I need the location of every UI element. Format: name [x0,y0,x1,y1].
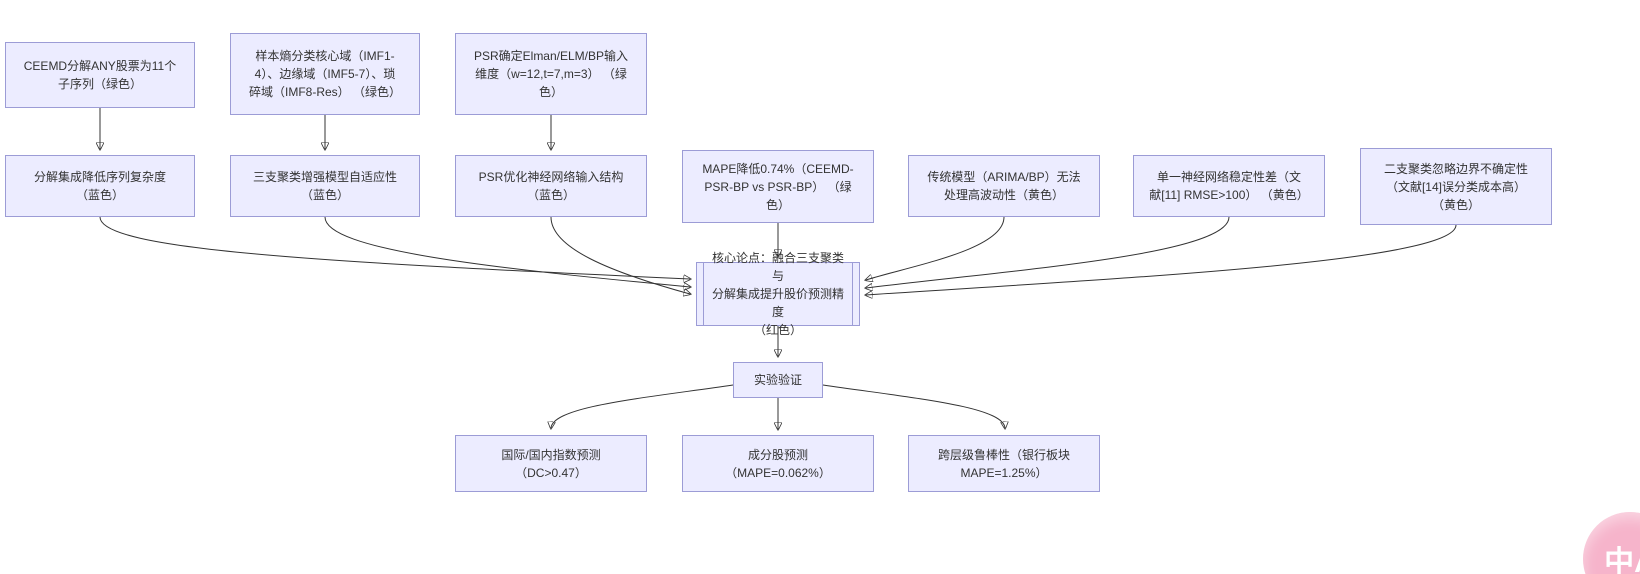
node-constituent-stock-prediction: 成分股预测 （MAPE=0.062%） [682,435,874,492]
node-mape-reduction: MAPE降低0.74%（CEEMD- PSR-BP vs PSR-BP） （绿 … [682,150,874,223]
node-three-way-clustering-adaptivity: 三支聚类增强模型自适应性 （蓝色） [230,155,420,217]
node-experimental-validation: 实验验证 [733,362,823,398]
node-index-prediction: 国际/国内指数预测 （DC>0.47） [455,435,647,492]
edge-mid7-core [866,224,1457,295]
edge-verify-bot1 [551,384,734,428]
node-core-thesis: 核心论点：融合三支聚类与 分解集成提升股价预测精度 （红色） [696,251,860,337]
node-traditional-model-limitation: 传统模型（ARIMA/BP）无法 处理高波动性（黄色） [908,155,1100,217]
node-decomposition-reduces-complexity: 分解集成降低序列复杂度 （蓝色） [5,155,195,217]
node-cross-level-robustness: 跨层级鲁棒性（银行板块 MAPE=1.25%） [908,435,1100,492]
node-two-way-clustering-limitation: 二支聚类忽略边界不确定性 （文献[14]误分类成本高） （黄色） [1360,148,1552,225]
node-ceemd-decomposition: CEEMD分解ANY股票为11个 子序列（绿色） [5,42,195,108]
edge-verify-bot3 [822,384,1005,428]
translate-widget-button[interactable]: 中A [1583,512,1640,574]
translate-widget-label: 中A [1604,546,1640,574]
node-sample-entropy-classification: 样本熵分类核心域（IMF1- 4）、边缘域（IMF5-7）、琐 碎域（IMF8-… [230,33,420,115]
edge-mid3-core [550,216,690,294]
node-psr-input-dimension: PSR确定Elman/ELM/BP输入 维度（w=12,t=7,m=3） （绿 … [455,33,647,115]
core-thesis-label: 核心论点：融合三支聚类与 分解集成提升股价预测精度 （红色） [711,251,844,337]
node-psr-optimizes-input-structure: PSR优化神经网络输入结构 （蓝色） [455,155,647,217]
edge-mid5-core [866,216,1005,280]
edge-mid1-core [99,216,690,279]
edge-mid2-core [324,216,690,287]
edge-mid6-core [866,216,1230,288]
node-single-nn-instability: 单一神经网络稳定性差（文 献[11] RMSE>100） （黄色） [1133,155,1325,217]
